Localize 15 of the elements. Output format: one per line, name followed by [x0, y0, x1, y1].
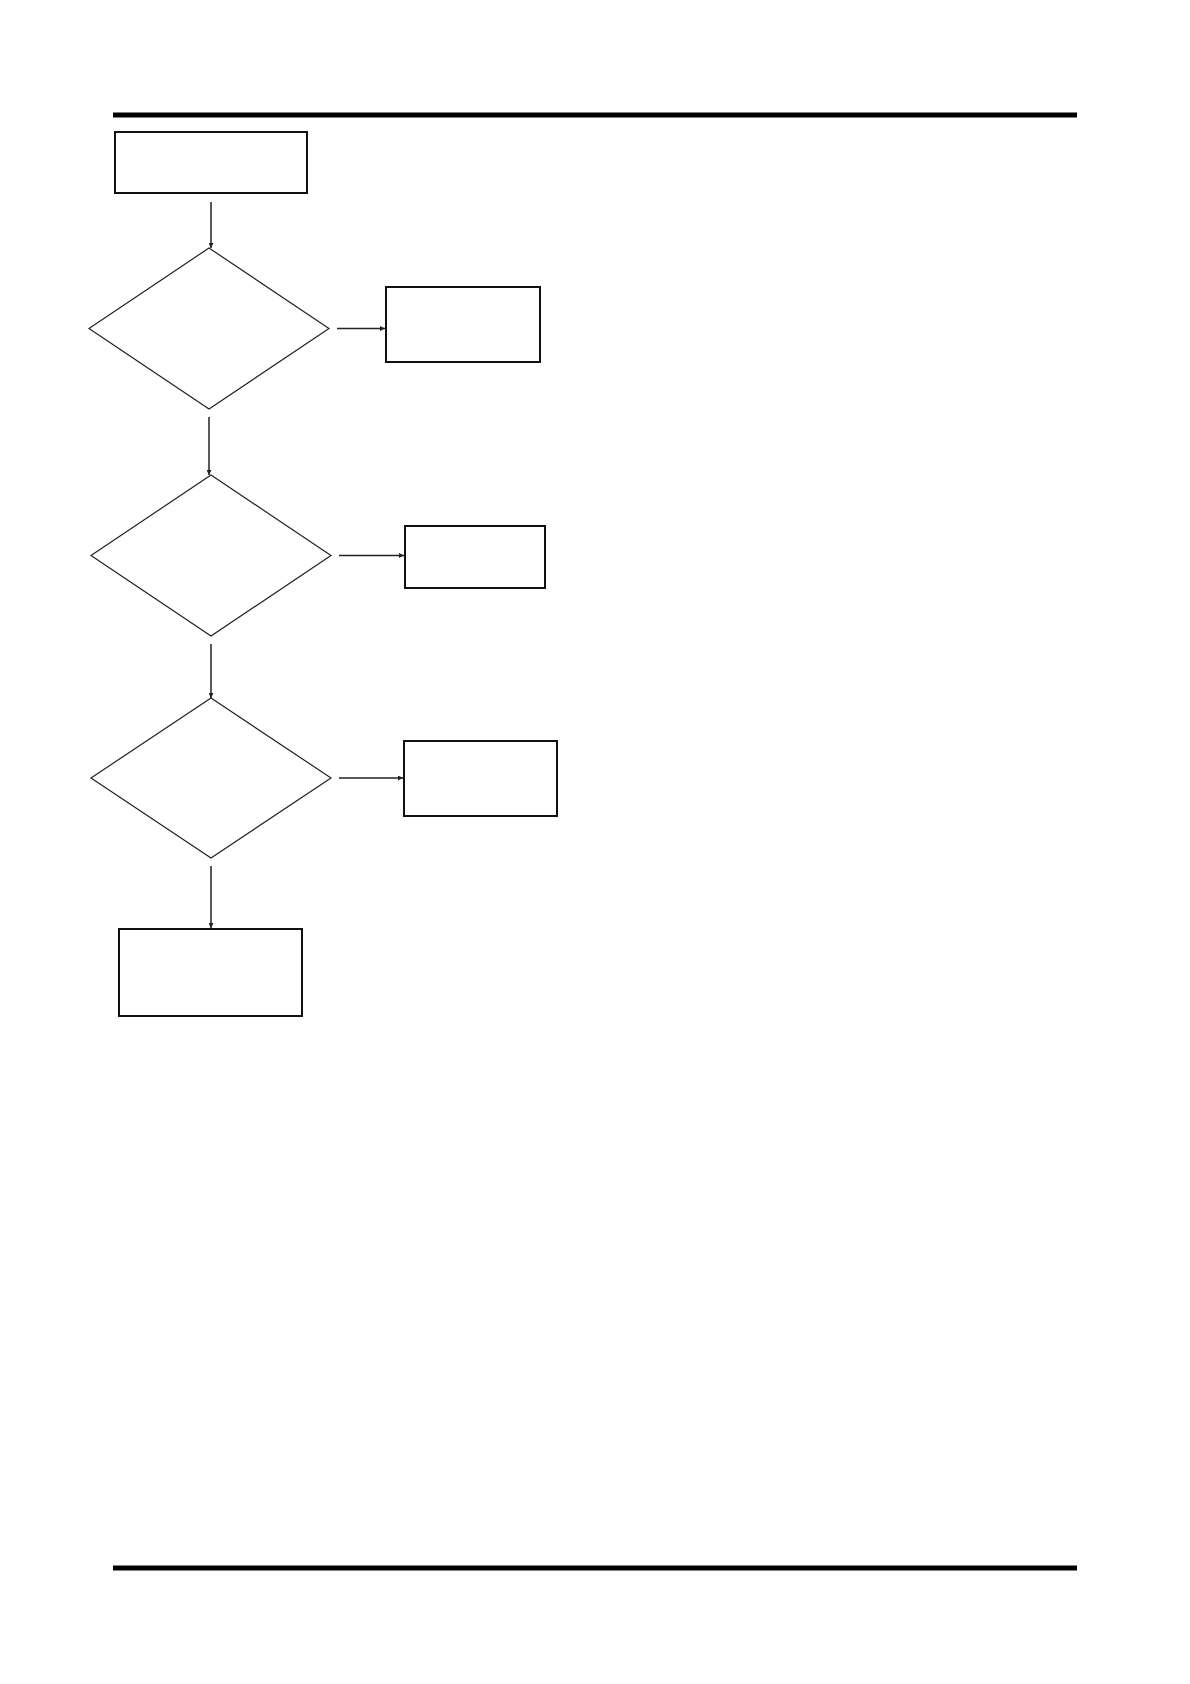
decision-diamond: [91, 475, 331, 636]
arrow: [208, 643, 214, 699]
process-box: [404, 525, 546, 589]
process-box: [118, 928, 303, 1017]
decision-diamond: [89, 248, 329, 409]
arrow: [338, 553, 405, 558]
arrow: [338, 775, 404, 781]
process-box: [403, 740, 558, 817]
arrow: [208, 201, 214, 249]
arrow: [336, 326, 386, 331]
process-box: [385, 286, 541, 363]
arrow: [206, 416, 212, 476]
decision-diamond: [91, 698, 331, 858]
process-box: [114, 131, 308, 194]
arrow: [208, 865, 214, 929]
